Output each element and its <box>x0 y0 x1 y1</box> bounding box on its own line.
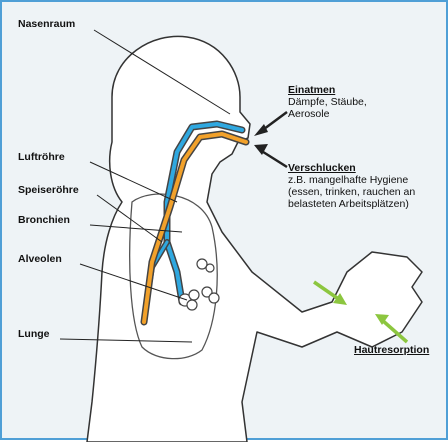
label-luftroehre: Luftröhre <box>18 151 65 163</box>
label-speiseroehre: Speiseröhre <box>18 184 79 196</box>
label-alveolen: Alveolen <box>18 253 62 265</box>
verschlucken-title: Verschlucken <box>288 162 415 174</box>
route-einatmen: Einatmen Dämpfe, Stäube, Aerosole <box>288 84 367 120</box>
label-nasenraum: Nasenraum <box>18 18 75 30</box>
route-hautresorption: Hautresorption <box>354 344 429 356</box>
body-silhouette <box>87 36 422 442</box>
swallow-arrow <box>260 150 287 167</box>
verschlucken-line-3: belasteten Arbeitsplätzen) <box>288 198 415 210</box>
label-lunge: Lunge <box>18 328 50 340</box>
skin-arrow-upper <box>314 282 340 300</box>
label-bronchien: Bronchien <box>18 214 70 226</box>
verschlucken-line-1: z.B. mangelhafte Hygiene <box>288 174 415 186</box>
einatmen-line-1: Dämpfe, Stäube, <box>288 96 367 108</box>
verschlucken-line-2: (essen, trinken, rauchen an <box>288 186 415 198</box>
einatmen-line-2: Aerosole <box>288 108 367 120</box>
route-verschlucken: Verschlucken z.B. mangelhafte Hygiene (e… <box>288 162 415 210</box>
einatmen-title: Einatmen <box>288 84 367 96</box>
